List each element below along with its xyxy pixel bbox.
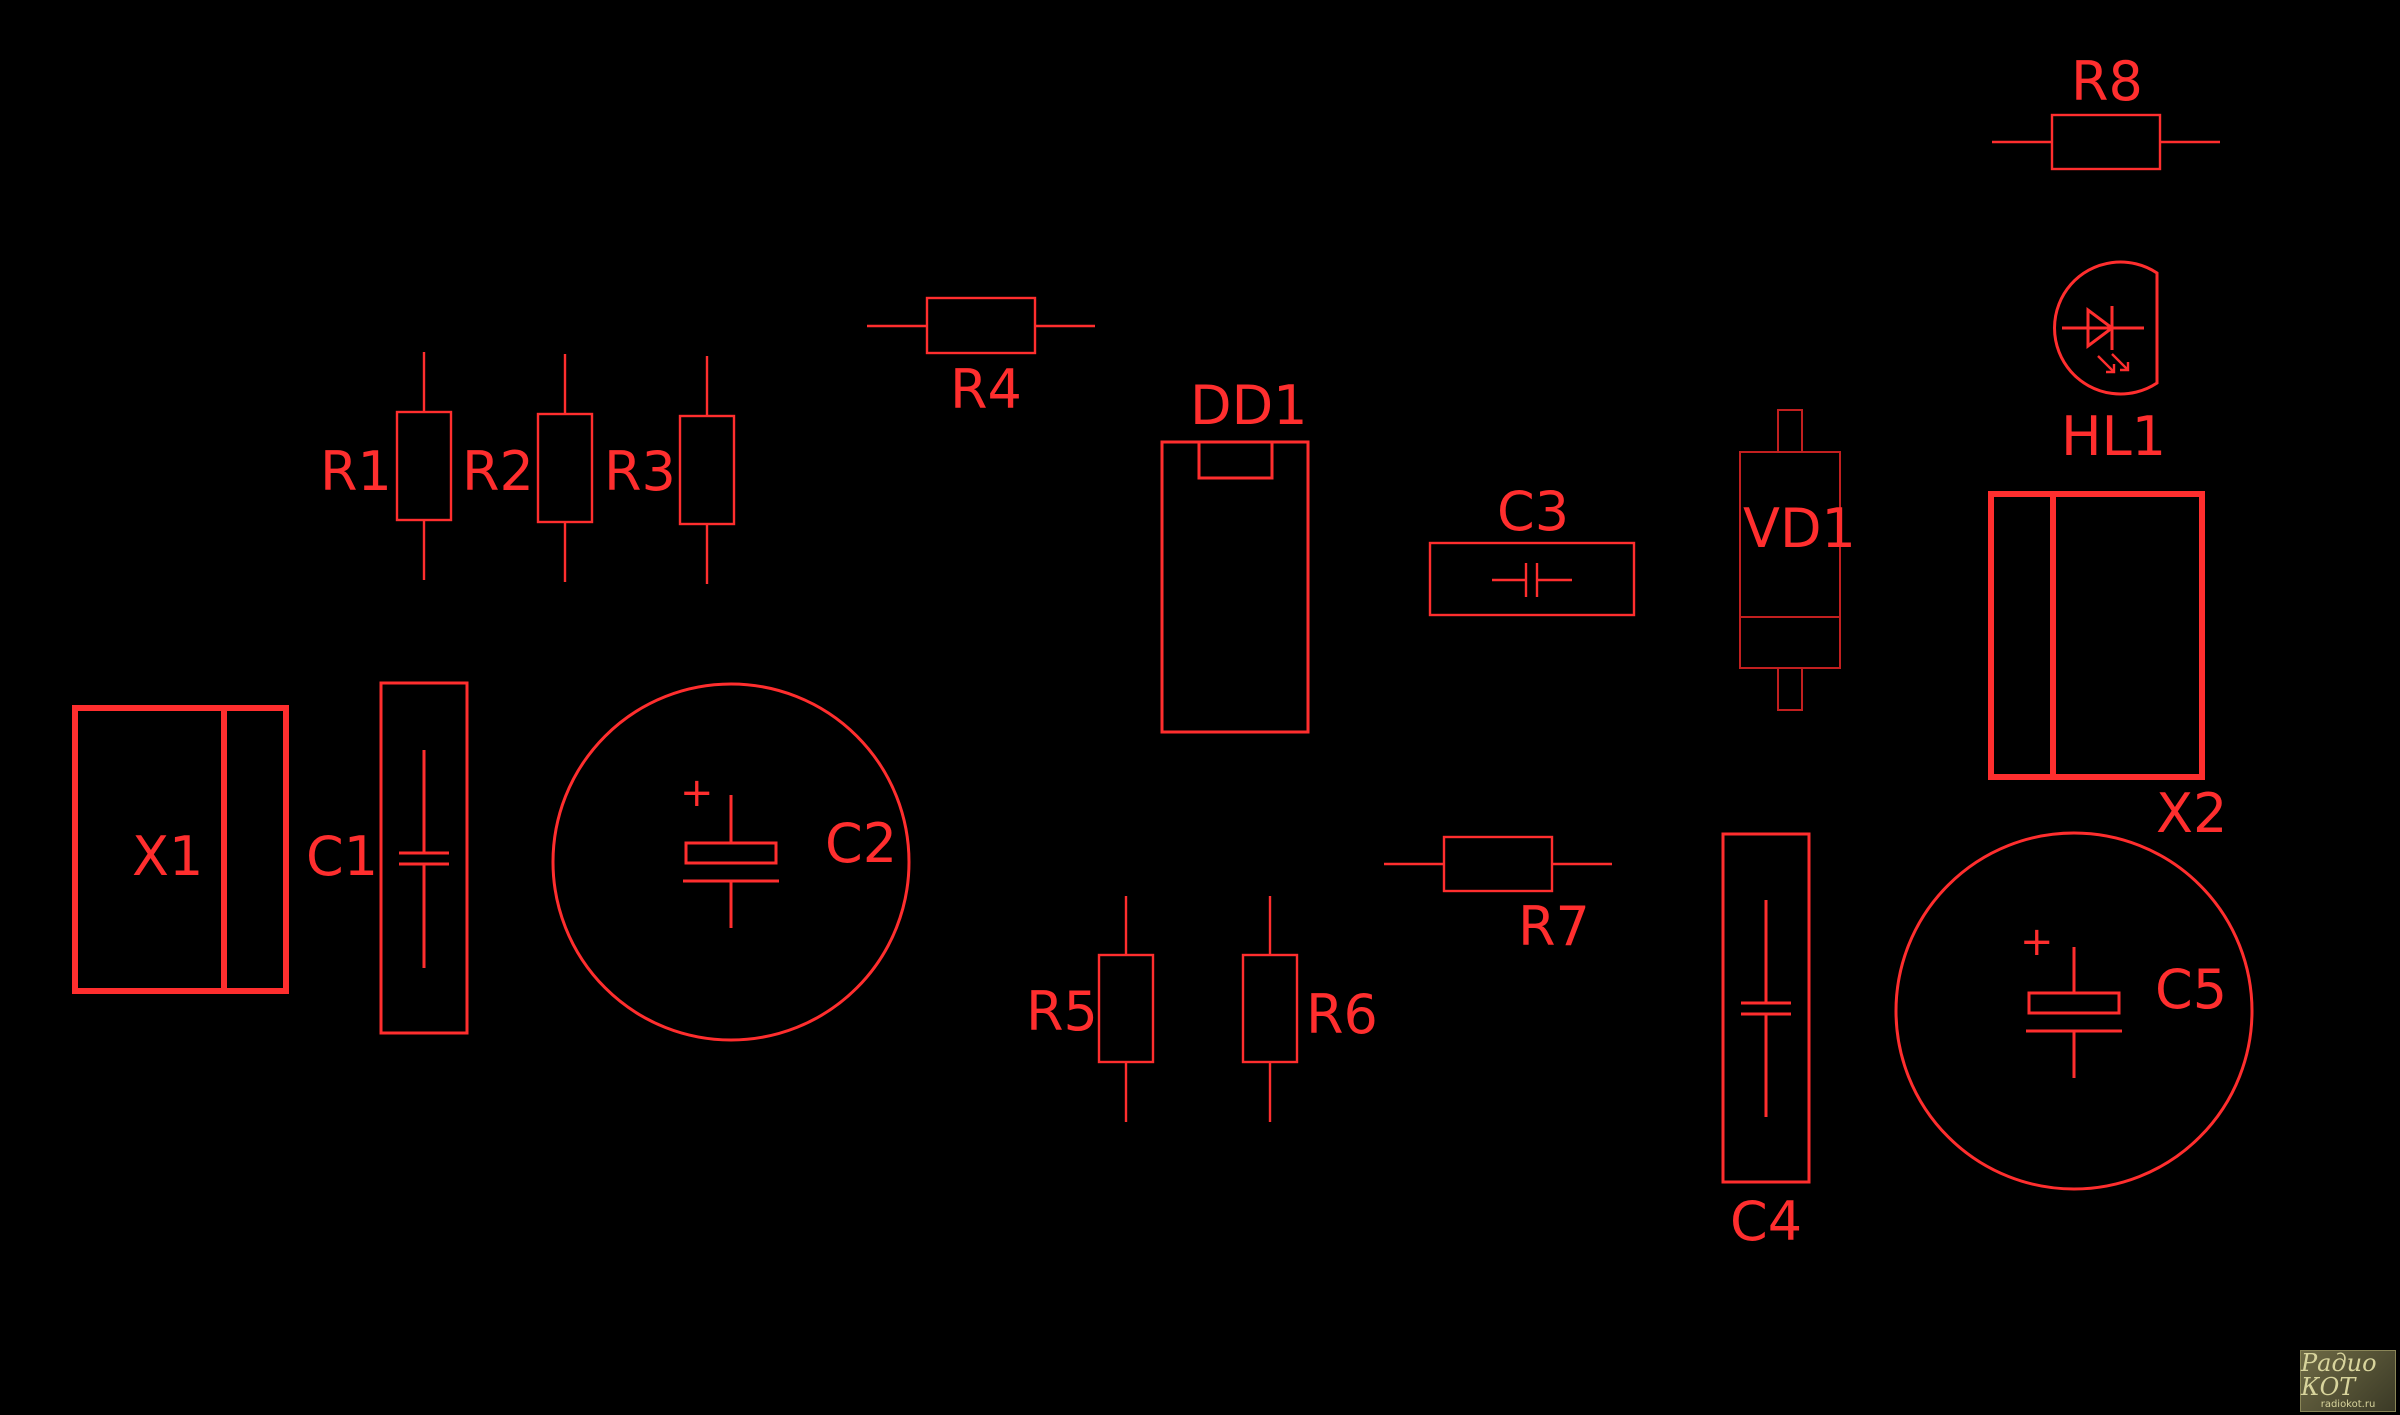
label-r4: R4 <box>950 358 1022 421</box>
resistor-r2[interactable]: R2 <box>462 354 594 582</box>
resistor-r8-body <box>2050 113 2162 171</box>
capacitor-c2[interactable]: + C2 <box>551 682 911 1042</box>
resistor-r1[interactable]: R1 <box>320 352 453 580</box>
label-c3: C3 <box>1497 480 1569 543</box>
resistor-r3-body <box>678 414 736 526</box>
resistor-r1-body <box>395 410 453 522</box>
ic-dd1-notch <box>1197 440 1274 480</box>
logo-site: radiokot.ru <box>2320 1399 2376 1410</box>
resistor-r4[interactable]: R4 <box>867 296 1095 421</box>
resistor-r2-body <box>536 412 594 524</box>
label-r1: R1 <box>320 440 392 503</box>
diode-vd1[interactable]: VD1 <box>1739 409 1856 711</box>
label-r5: R5 <box>1026 980 1098 1043</box>
label-r3: R3 <box>604 440 676 503</box>
label-r7: R7 <box>1518 895 1590 958</box>
label-r6: R6 <box>1306 983 1378 1046</box>
led-hl1-anode-triangle <box>2086 307 2115 349</box>
connector-x2-body <box>1988 491 2205 780</box>
label-vd1: VD1 <box>1743 497 1856 560</box>
radiokot-logo: Радио КОТ radiokot.ru <box>2300 1350 2396 1412</box>
led-hl1[interactable]: HL1 <box>2053 260 2167 468</box>
label-c5: C5 <box>2155 958 2227 1021</box>
resistor-r5-body <box>1097 953 1155 1064</box>
resistor-r8[interactable]: R8 <box>1992 50 2220 171</box>
capacitor-c3[interactable]: C3 <box>1428 480 1636 617</box>
ic-dd1-body <box>1160 440 1310 734</box>
resistor-r7[interactable]: R7 <box>1384 835 1612 958</box>
capacitor-c4[interactable]: C4 <box>1721 832 1811 1253</box>
capacitor-c5-outline <box>1894 831 2254 1191</box>
label-x2: X2 <box>2156 782 2227 845</box>
label-dd1: DD1 <box>1190 374 1308 437</box>
logo-text: Радио КОТ <box>2301 1349 2377 1401</box>
label-c1: C1 <box>306 825 378 888</box>
diode-vd1-body <box>1739 451 1841 669</box>
connector-x1[interactable]: X1 <box>72 705 289 994</box>
label-c4: C4 <box>1730 1190 1802 1253</box>
led-hl1-outline <box>2053 260 2159 396</box>
label-r8: R8 <box>2071 50 2143 113</box>
capacitor-c1[interactable]: C1 <box>306 681 469 1035</box>
label-x1: X1 <box>132 825 203 888</box>
capacitor-c2-outline <box>551 682 911 1042</box>
capacitor-c5[interactable]: + C5 <box>1894 831 2254 1191</box>
resistor-r4-body <box>925 296 1037 355</box>
polarity-mark-c2: + <box>680 770 714 816</box>
resistor-r6-body <box>1241 953 1299 1064</box>
connector-x2[interactable]: X2 <box>1988 491 2227 845</box>
ic-dd1[interactable]: DD1 <box>1160 374 1310 734</box>
label-r2: R2 <box>462 440 534 503</box>
capacitor-c1-body <box>379 681 469 1035</box>
resistor-r5[interactable]: R5 <box>1026 896 1155 1122</box>
capacitor-c4-body <box>1721 832 1811 1184</box>
capacitor-c3-body <box>1428 541 1636 617</box>
label-hl1: HL1 <box>2061 405 2166 468</box>
polarity-mark-c5: + <box>2020 919 2054 965</box>
resistor-r3[interactable]: R3 <box>604 356 736 584</box>
connector-x1-body <box>72 705 289 994</box>
resistor-r7-body <box>1442 835 1554 893</box>
label-c2: C2 <box>825 812 897 875</box>
resistor-r6[interactable]: R6 <box>1241 896 1378 1122</box>
